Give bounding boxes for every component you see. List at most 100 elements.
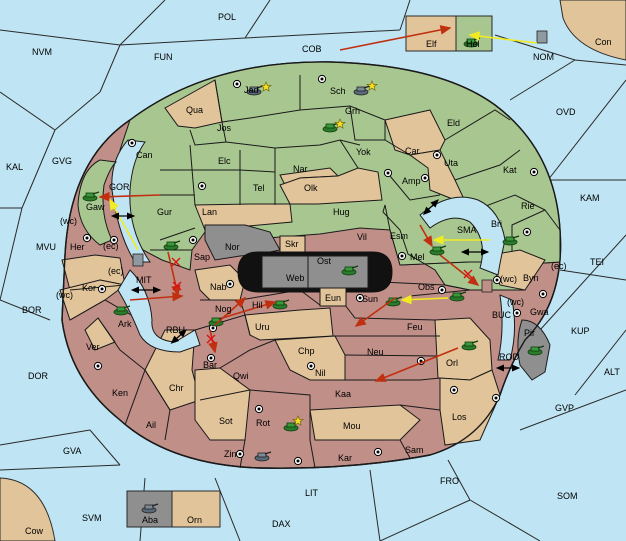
label-elf: Elf (426, 39, 437, 49)
label-nvm: NVM (32, 47, 52, 57)
label-car: Car (405, 146, 420, 156)
label-rot: Rot (256, 418, 271, 428)
label-jad: Jad (244, 85, 259, 95)
label-tel: Tel (253, 183, 265, 193)
unit-nom-fleet[interactable] (536, 30, 548, 44)
coast-tag-wc1: (wc) (60, 216, 77, 226)
label-jos: Jos (217, 123, 232, 133)
label-uta: Uta (444, 158, 458, 168)
label-aba: Aba (142, 515, 158, 525)
label-rbu: RBU (166, 325, 185, 335)
label-som: SOM (557, 491, 578, 501)
label-mou: Mou (343, 421, 361, 431)
label-qua: Qua (186, 105, 203, 115)
coast-tag-wc4: (wc) (507, 297, 524, 307)
label-cow: Cow (25, 526, 44, 536)
label-pir: Pir (524, 328, 535, 338)
label-hel: Hel (466, 39, 480, 49)
label-nor: Nor (225, 242, 240, 252)
orders (98, 25, 538, 382)
label-eun: Eun (325, 293, 341, 303)
region-labels: POL NVM FUN COB Con NOM Elf Hel OVD KAL … (6, 12, 620, 536)
label-mvu: MVU (36, 242, 56, 252)
label-nil: Nil (315, 368, 326, 378)
label-kar: Kar (338, 453, 352, 463)
region-web-inner (261, 255, 369, 289)
label-sot: Sot (219, 416, 233, 426)
label-ost: Ost (317, 256, 332, 266)
label-byn: Byn (523, 273, 539, 283)
label-mel: Mel (410, 252, 425, 262)
label-ken: Ken (112, 388, 128, 398)
label-sun: Sun (362, 294, 378, 304)
label-bor: BOR (22, 305, 42, 315)
label-gvp: GVP (555, 403, 574, 413)
label-kat: Kat (503, 165, 517, 175)
label-sma: SMA (457, 225, 477, 235)
label-gaw: Gaw (86, 202, 105, 212)
label-lit: LIT (305, 488, 319, 498)
coast-tag-wc2: (wc) (56, 290, 73, 300)
label-amp: Amp (402, 176, 421, 186)
label-kal: KAL (6, 162, 23, 172)
label-qwi: Qwi (233, 371, 249, 381)
label-feu: Feu (407, 322, 423, 332)
label-neu: Neu (367, 347, 384, 357)
label-gva: GVA (63, 446, 81, 456)
label-gur: Gur (157, 207, 172, 217)
label-chp: Chp (298, 346, 315, 356)
label-rod: ROD (499, 352, 520, 362)
label-sap: Sap (194, 252, 210, 262)
label-kam: KAM (580, 193, 600, 203)
label-dor: DOR (28, 371, 49, 381)
label-chr: Chr (169, 383, 184, 393)
region-aba[interactable] (126, 490, 173, 528)
label-alt: ALT (604, 367, 620, 377)
label-ail: Ail (146, 420, 156, 430)
label-hil: Hil (252, 300, 263, 310)
unit-buc-fleet[interactable] (481, 279, 493, 293)
label-zin: Zin (224, 449, 237, 459)
region-orn[interactable] (171, 490, 221, 528)
label-dax: DAX (272, 519, 291, 529)
label-kor: Kor (82, 283, 96, 293)
label-ark: Ark (118, 319, 132, 329)
label-orl: Orl (446, 358, 458, 368)
label-pol: POL (218, 12, 236, 22)
coast-tag-ec1: (ec) (103, 241, 119, 251)
label-can: Can (136, 150, 153, 160)
sea-gor[interactable] (111, 139, 151, 263)
label-con: Con (595, 37, 612, 47)
label-fun: FUN (154, 52, 173, 62)
label-ovd: OVD (556, 107, 576, 117)
label-nar: Nar (293, 164, 308, 174)
label-sch: Sch (330, 86, 346, 96)
label-cob: COB (302, 44, 322, 54)
label-kaa: Kaa (335, 389, 351, 399)
label-orn: Orn (187, 515, 202, 525)
label-bar: Bar (203, 360, 217, 370)
label-obs: Obs (418, 282, 435, 292)
label-skr: Skr (285, 239, 299, 249)
label-nog: Nog (215, 304, 232, 314)
label-kup: KUP (571, 326, 590, 336)
label-sam: Sam (405, 445, 424, 455)
label-web: Web (286, 273, 304, 283)
region-eun[interactable] (319, 287, 347, 307)
label-eld: Eld (447, 118, 460, 128)
label-ver: Ver (86, 342, 100, 352)
label-hug: Hug (333, 207, 350, 217)
label-esm: Esm (390, 231, 408, 241)
label-lan: Lan (202, 207, 217, 217)
label-fro: FRO (440, 476, 459, 486)
label-vil: Vil (357, 232, 367, 242)
label-buc: BUC (492, 310, 512, 320)
label-gwa: Gwa (530, 307, 549, 317)
unit-mit-fleet[interactable] (132, 253, 144, 267)
coast-tag-ec3: (ec) (551, 261, 567, 271)
label-tei: TEI (590, 257, 604, 267)
label-her: Her (70, 242, 85, 252)
coast-tag-wc3: (wc) (500, 274, 517, 284)
